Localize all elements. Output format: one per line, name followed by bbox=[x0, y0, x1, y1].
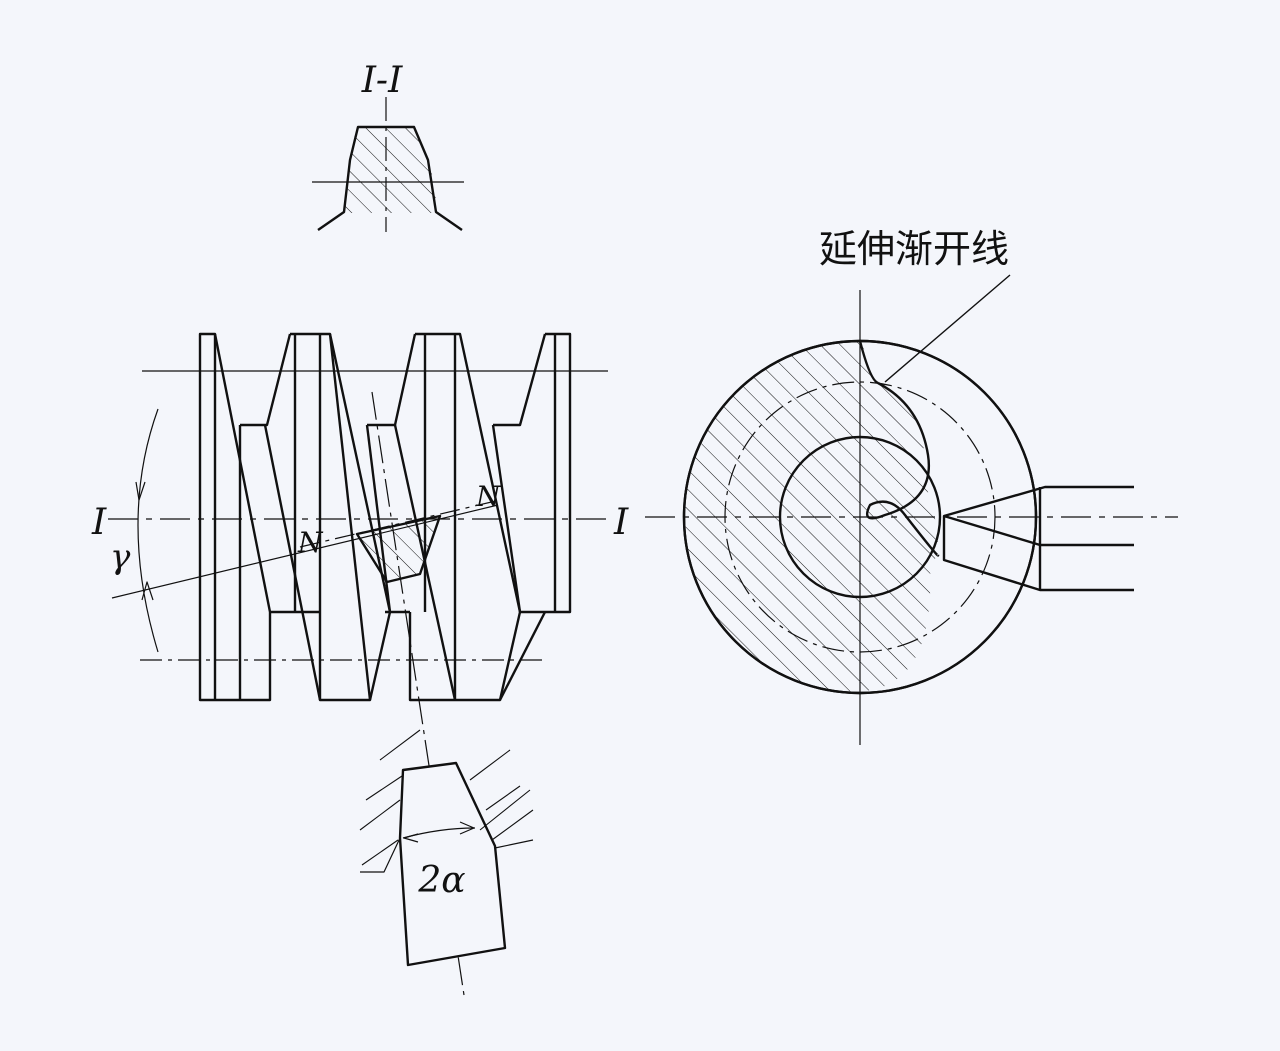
axis-right-label: I bbox=[613, 502, 629, 543]
profile-angle-label: 2α bbox=[417, 860, 465, 901]
worm-side-view bbox=[108, 332, 612, 996]
axis-left-label: I bbox=[91, 502, 107, 543]
lead-angle-label: γ bbox=[110, 537, 131, 577]
extended-involute-label: 延伸渐开线 bbox=[819, 227, 1009, 271]
normal-n-label-2: N bbox=[475, 480, 502, 513]
normal-n-label-1: N bbox=[297, 526, 324, 559]
end-view bbox=[645, 274, 1178, 745]
tool-detail bbox=[359, 729, 534, 967]
section-profile bbox=[312, 97, 464, 232]
section-title-label: I-I bbox=[361, 60, 403, 101]
